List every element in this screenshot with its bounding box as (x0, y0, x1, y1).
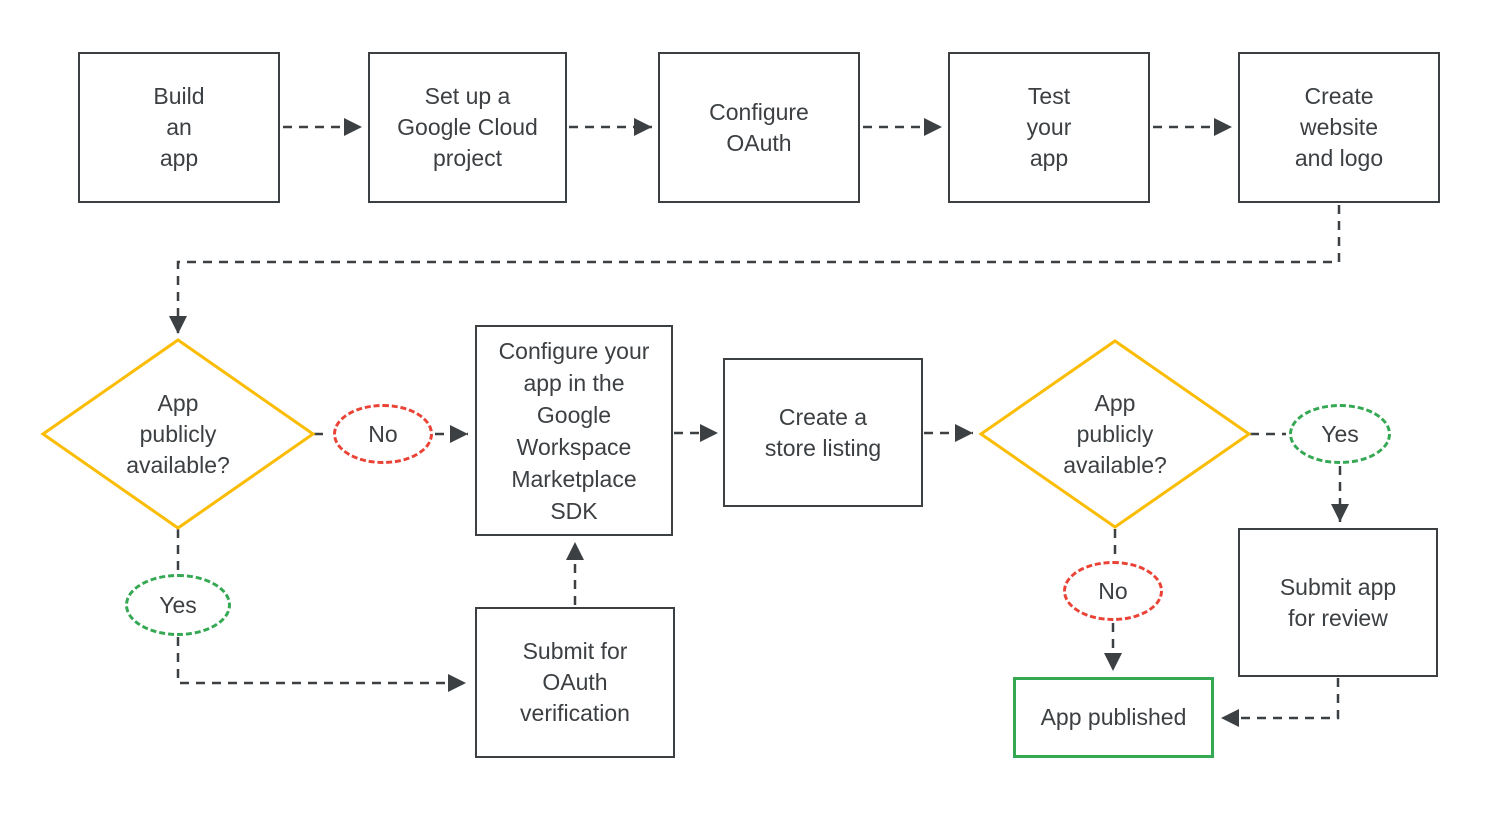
connector-review-to-published (1221, 678, 1340, 727)
node-build-app: Build an app (78, 52, 280, 203)
node-setup-project-label: Set up a Google Cloud project (397, 83, 538, 171)
connector-website-to-decision1 (169, 205, 1341, 334)
node-configure-oauth: Configure OAuth (658, 52, 860, 203)
node-app-published: App published (1013, 677, 1214, 758)
decision2-diamond (978, 339, 1252, 529)
node-configure-oauth-label: Configure OAuth (709, 98, 809, 156)
branch-no-2: No (1063, 561, 1163, 621)
node-create-website-label: Create website and logo (1294, 83, 1384, 171)
node-store-listing: Create a store listing (723, 358, 923, 507)
branch-yes-1: Yes (125, 574, 231, 636)
branch-yes-2-label: Yes (1321, 420, 1359, 447)
node-test-app: Test your app (948, 52, 1150, 203)
branch-no-1-label: No (368, 420, 398, 447)
node-store-listing-label: Create a store listing (764, 403, 882, 461)
node-configure-sdk-label: Configure your app in the Google Workspa… (498, 337, 650, 524)
branch-no-2-label: No (1098, 577, 1128, 604)
node-app-published-label: App published (1040, 704, 1187, 730)
node-submit-oauth: Submit for OAuth verification (475, 607, 675, 758)
branch-yes-2: Yes (1289, 404, 1391, 464)
connector-yes1-to-submit-oauth (176, 637, 466, 692)
node-submit-review: Submit app for review (1238, 528, 1438, 677)
branch-yes-1-label: Yes (159, 591, 197, 618)
node-create-website: Create website and logo (1238, 52, 1440, 203)
decision1-diamond (40, 338, 316, 530)
node-submit-review-label: Submit app for review (1279, 573, 1397, 631)
node-submit-oauth-label: Submit for OAuth verification (520, 638, 630, 726)
node-test-app-label: Test your app (1026, 83, 1072, 171)
branch-no-1: No (333, 404, 433, 464)
node-configure-sdk: Configure your app in the Google Workspa… (475, 325, 673, 536)
node-build-app-label: Build an app (153, 83, 205, 171)
node-setup-project: Set up a Google Cloud project (368, 52, 567, 203)
